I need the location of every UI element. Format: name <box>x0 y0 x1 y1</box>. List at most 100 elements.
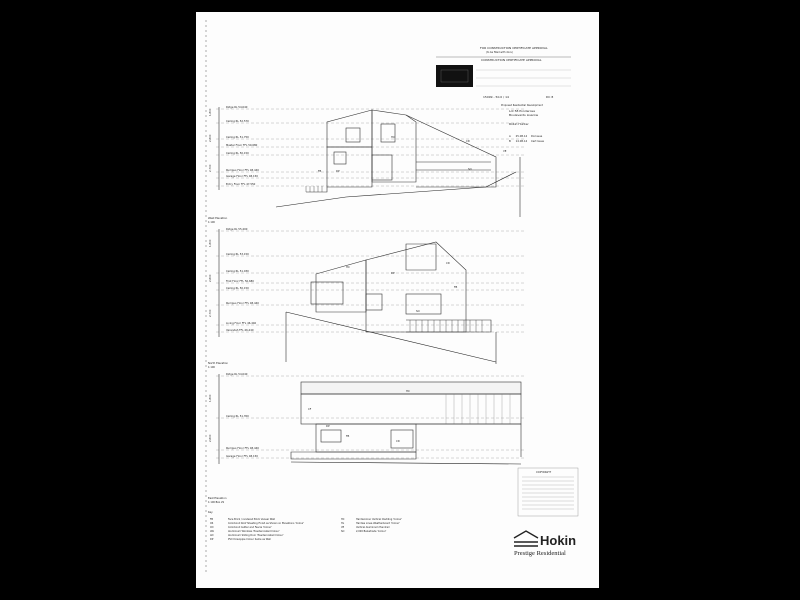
el3-level-3: Garage Floor FFL 48.150 <box>226 454 258 458</box>
el1-level-0: Ridge RL 54.640 <box>226 105 248 109</box>
el1-dim-1: 2,600 <box>208 134 212 142</box>
el3-dim-1: 2,600 <box>208 434 212 442</box>
el1-level-7: Entry Floor FFL 47.550 <box>226 182 256 186</box>
client-name: Robin Hunter <box>509 122 529 126</box>
legend-left-desc-2: Colorbond Gutter and Fascia 'Colour' <box>228 526 272 529</box>
legend-right-code-3: SO <box>341 530 345 533</box>
elevation-1 <box>216 107 526 217</box>
el3-tag-0: HC <box>406 389 410 393</box>
roof-icon <box>513 530 539 539</box>
sheet-number: DC 8 <box>546 95 553 99</box>
title-block: FOR CONSTRUCTION CERTIFICATE APPROVAL (t… <box>436 46 571 143</box>
drawing-sheet: FOR CONSTRUCTION CERTIFICATE APPROVAL (t… <box>196 12 599 588</box>
el1-level-4: Ceiling RL 50.150 <box>226 151 249 155</box>
logo-tagline: Prestige Residential <box>514 550 566 557</box>
legend-right-code-2: VE <box>341 526 345 529</box>
el2-level-4: Ceiling RL 50.150 <box>226 286 249 290</box>
el1-level-6: Garage Floor FFL 48.150 <box>226 174 258 178</box>
stamp-title: CONSTRUCTION CERTIFICATE APPROVAL <box>481 58 542 62</box>
el3-tag-2: FB <box>346 434 349 438</box>
el1-tag-3: CD <box>466 139 470 143</box>
legend-right-code-1: HL <box>341 522 345 525</box>
el3-tag-4: DP <box>326 424 330 428</box>
legend-right-code-0: HC <box>341 518 345 521</box>
stamp-approval-line2: (to be filled with docs) <box>486 51 513 54</box>
el2-dim-1: 2,600 <box>208 274 212 282</box>
legend-heading: Key <box>208 510 213 514</box>
legend-right-desc-2: Vertical Aluminium Handrail <box>356 526 390 529</box>
bottom-elevation-label: East Elevation <box>208 496 227 500</box>
el2-dim-0: 1,800 <box>208 239 212 247</box>
revision-a-desc: DA Issue <box>531 134 543 138</box>
el1-level-2: Ceiling RL 51.750 <box>226 135 249 139</box>
legend-left-code-3: AW <box>210 530 215 533</box>
legend-left-desc-4: Aluminium Sliding Door 'Powdercoated Col… <box>228 534 284 537</box>
bottom-elevation-scale: 1:100 BAL 29 <box>208 501 225 504</box>
project-label: Proposed Residential Development <box>501 104 543 107</box>
copyright-box: COPYRIGHT <box>517 467 579 517</box>
el2-scale: 1:100 <box>208 221 215 224</box>
legend-right-desc-3: 2,000 Balustrade 'Colour' <box>356 530 387 533</box>
legend-left-desc-5: PVC Downpipe Colour Same as Wall <box>228 538 271 541</box>
legend-left-code-5: DP <box>210 538 214 541</box>
el1-tag-2: FB <box>318 169 321 173</box>
el3-level-0: Ridge RL 54.640 <box>226 372 248 376</box>
legend-left-desc-1: Colorbond Roof Sheeting Finish as Shown … <box>228 522 304 525</box>
logo-name: Hokin <box>540 533 576 548</box>
revision-b-date: 14.08.14 <box>516 139 528 143</box>
el3-dim-0: 1,800 <box>208 394 212 402</box>
el2-tag-1: DP <box>391 271 395 275</box>
legend-right-desc-1: Hardies Linea Weatherboard 'Colour' <box>356 522 400 525</box>
el2-tag-0: HC <box>346 265 350 269</box>
el2-level-6: Living Floor FFL 46.440 <box>226 321 256 325</box>
el2-level-3: First Floor FFL 50.680 <box>226 279 254 283</box>
elevation-drawings: FOR CONSTRUCTION CERTIFICATE APPROVAL (t… <box>205 20 579 572</box>
revision-b-rev: B <box>509 139 511 143</box>
copyright-note: COPYRIGHT <box>536 470 551 474</box>
el3-scale: 1:100 <box>208 366 215 369</box>
legend-left-code-0: FB <box>210 518 213 521</box>
stamp-approval-line1: FOR CONSTRUCTION CERTIFICATE APPROVAL <box>480 46 548 50</box>
el1-tag-5: SO <box>468 167 472 171</box>
legend-left-code-1: CR <box>210 522 214 525</box>
el3-level-1: Ceiling RL 51.350 <box>226 414 249 418</box>
legend: East Elevation 1:100 BAL 29 Key FB Face … <box>208 496 402 541</box>
el3-tag-3: CD <box>396 439 400 443</box>
elevation-2-labels: Ridge RL 55.400 Ceiling RL 53.150 Ceilin… <box>208 227 457 332</box>
legend-right-desc-0: Hardiecolour Vertical Cladding 'Colour' <box>356 518 402 521</box>
job-number: 15099 - 50.0 / 14 <box>483 95 509 99</box>
elevation-1-labels: Ridge RL 54.640 Ceiling RL 52.570 Ceilin… <box>208 105 507 186</box>
el2-level-5: Rumpus Floor FFL 48.440 <box>226 301 259 305</box>
address-line2: Boulevards Lisarow <box>509 113 539 117</box>
el2-title: West Elevation <box>208 216 228 220</box>
legend-left-code-2: CD <box>210 526 214 529</box>
elevation-2 <box>216 229 526 364</box>
el1-tag-0: HC <box>391 135 395 139</box>
el2-level-0: Ridge RL 55.400 <box>226 227 248 231</box>
elevation-3-labels: Ridge RL 54.640 Ceiling RL 51.350 Rumpus… <box>208 372 410 458</box>
el1-dim-2: 2,700 <box>208 164 212 172</box>
revision-a-rev: A <box>509 134 511 138</box>
legend-left-code-4: AD <box>210 534 214 537</box>
elevation-3 <box>216 374 526 465</box>
el2-tag-2: CD <box>446 261 450 265</box>
legend-left-desc-0: Face Brick / rendered Brick Veneer Wall <box>228 518 275 521</box>
el1-level-3: Master Floor FFL 50.680 <box>226 143 258 147</box>
el1-level-1: Ceiling RL 52.570 <box>226 119 249 123</box>
revision-b-desc: Cert Issue <box>531 139 544 143</box>
el2-tag-4: SO <box>416 309 420 313</box>
el2-dim-2: 2,700 <box>208 309 212 317</box>
el1-tag-1: DP <box>336 169 340 173</box>
address-line1: Lot 58 Ponderosa <box>509 109 535 113</box>
el1-dim-0: 1,800 <box>208 108 212 116</box>
el3-level-2: Rumpus Floor FFL 48.440 <box>226 446 259 450</box>
el2-level-7: Verandah FFL 46.440 <box>226 328 254 332</box>
el2-level-1: Ceiling RL 53.150 <box>226 252 249 256</box>
el2-level-2: Ceiling RL 51.030 <box>226 269 249 273</box>
el3-tag-1: CF <box>308 407 312 411</box>
el1-tag-4: VE <box>503 149 507 153</box>
el2-tag-3: FB <box>454 285 457 289</box>
revision-b: B 14.08.14 Cert Issue <box>509 139 544 143</box>
el1-level-5: Rumpus Floor FFL 48.440 <box>226 168 259 172</box>
hokin-logo: Hokin Prestige Residential <box>513 530 576 557</box>
